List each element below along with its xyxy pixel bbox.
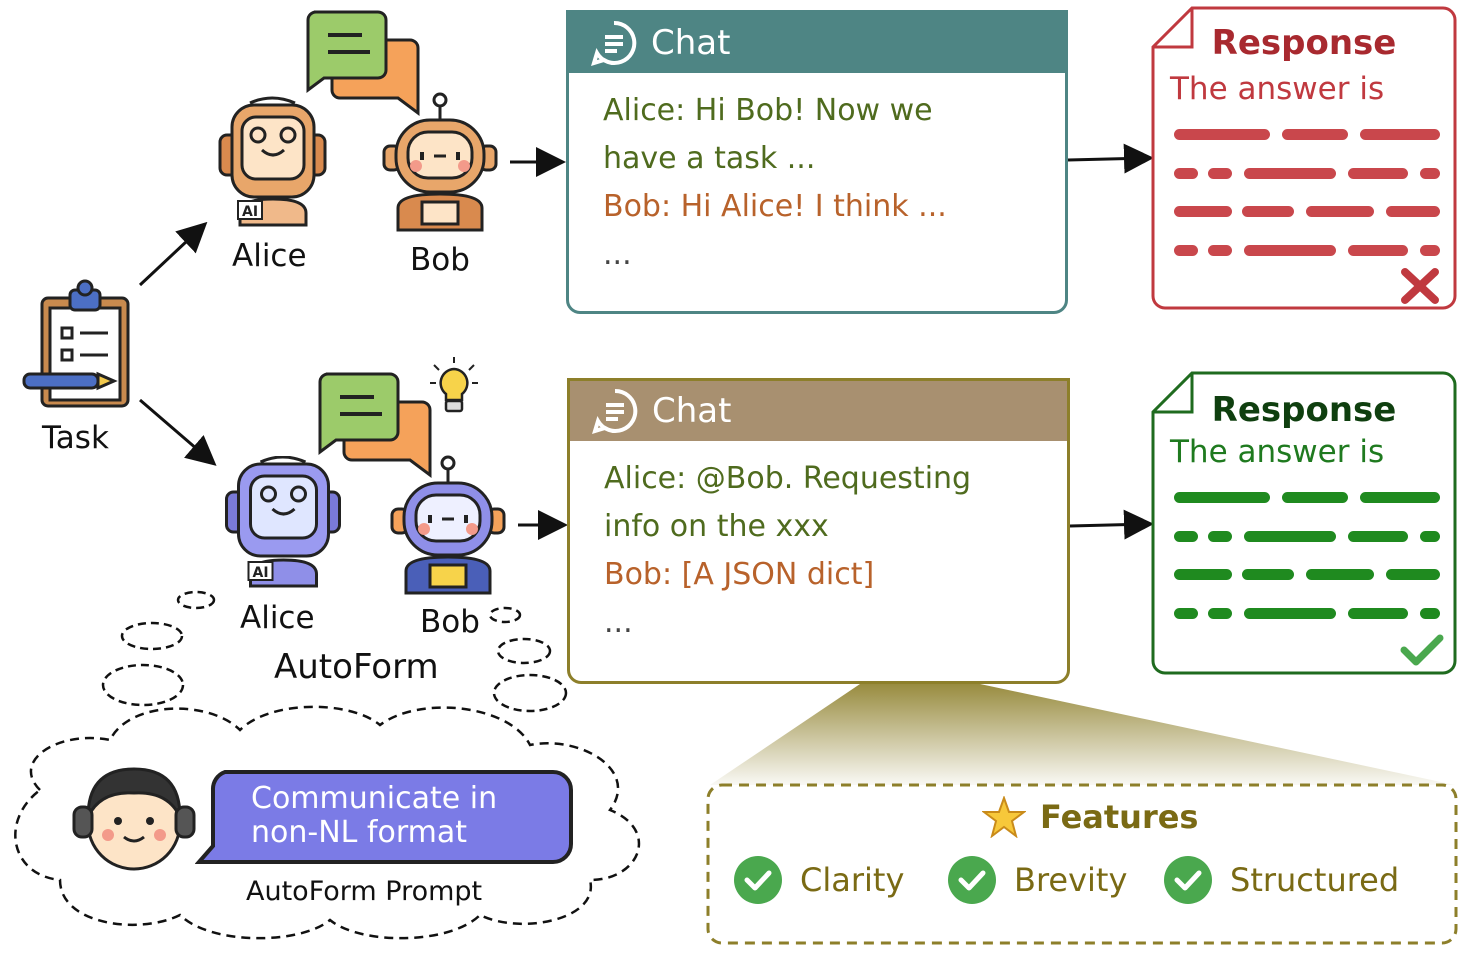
- top-bob-label: Bob: [410, 242, 470, 278]
- bottom-chat-header: Chat: [570, 381, 1067, 441]
- feature-item-brevity: Brevity: [948, 856, 1127, 904]
- top-response-card: Response The answer is: [1150, 5, 1458, 311]
- top-response-title: Response: [1211, 23, 1397, 63]
- chat-line: info on the xxx: [604, 509, 829, 544]
- top-chat-header: Chat: [569, 13, 1065, 73]
- top-chat-window: Chat Alice: Hi Bob! Now we have a task .…: [566, 10, 1068, 314]
- clipboard-icon: [22, 278, 132, 413]
- features-connector: [710, 684, 1455, 785]
- top-chat-title: Chat: [651, 23, 731, 63]
- bottom-chat-title: Chat: [652, 391, 732, 431]
- bottom-response-card: Response The answer is: [1150, 370, 1458, 676]
- top-alice-label: Alice: [232, 238, 307, 274]
- arrow-top-chat-to-response: [1067, 143, 1154, 174]
- top-chat-body: Alice: Hi Bob! Now we have a task ... Bo…: [569, 73, 1065, 279]
- chat-icon: [591, 20, 637, 66]
- svg-text:AI: AI: [253, 565, 269, 581]
- bottom-alice-label: Alice: [240, 600, 315, 636]
- top-response-subtitle: The answer is: [1170, 71, 1385, 107]
- autoform-label: AutoForm: [274, 647, 439, 687]
- features-title: Features: [1040, 798, 1199, 836]
- feature-label: Brevity: [1014, 861, 1128, 899]
- feature-item-clarity: Clarity: [734, 856, 904, 904]
- task-label: Task: [42, 420, 109, 456]
- thought-dots: [101, 590, 568, 713]
- bottom-response-title: Response: [1211, 390, 1397, 430]
- chat-line: Alice: @Bob. Requesting: [604, 461, 972, 496]
- prompt-speech-bubble: Communicate in non-NL format: [195, 768, 575, 868]
- chat-icon: [592, 388, 638, 434]
- bob-robot-icon: [378, 92, 503, 232]
- prompt-bubble-line1: Communicate in: [251, 781, 498, 816]
- check-circle-icon: [948, 856, 996, 904]
- check-circle-icon: [1164, 856, 1212, 904]
- lightbulb-icon: [428, 355, 480, 417]
- chat-line: have a task ...: [603, 141, 816, 176]
- chat-line: ...: [604, 605, 633, 640]
- bob-robot-icon: [386, 455, 511, 595]
- check-circle-icon: [734, 856, 782, 904]
- bottom-response-subtitle: The answer is: [1170, 434, 1385, 470]
- person-avatar-icon: [70, 765, 198, 875]
- feature-label: Structured: [1230, 861, 1400, 899]
- arrow-task-to-top: [138, 221, 208, 287]
- alice-robot-icon: AI: [210, 95, 335, 230]
- features-header: Features: [982, 796, 1198, 838]
- arrow-bottom-chat-to-response: [1069, 509, 1154, 540]
- features-box: [706, 783, 1458, 945]
- chat-line: ...: [603, 237, 632, 272]
- prompt-bubble-line2: non-NL format: [251, 815, 467, 850]
- bottom-bob-label: Bob: [420, 604, 480, 640]
- speech-bubbles-icon: [312, 372, 437, 482]
- cross-icon: [1401, 268, 1439, 304]
- bottom-chat-body: Alice: @Bob. Requesting info on the xxx …: [570, 441, 1067, 647]
- alice-robot-icon: AI: [218, 455, 348, 591]
- feature-label: Clarity: [800, 861, 905, 899]
- arrow-task-to-bottom: [139, 398, 217, 466]
- prompt-caption: AutoForm Prompt: [246, 876, 483, 907]
- star-icon: [982, 796, 1026, 838]
- chat-line: Alice: Hi Bob! Now we: [603, 93, 933, 128]
- check-icon: [1400, 634, 1444, 666]
- chat-line: Bob: [A JSON dict]: [604, 557, 875, 592]
- bottom-chat-window: Chat Alice: @Bob. Requesting info on the…: [567, 378, 1070, 684]
- chat-line: Bob: Hi Alice! I think ...: [603, 189, 947, 224]
- feature-item-structured: Structured: [1164, 856, 1399, 904]
- svg-text:AI: AI: [242, 204, 258, 220]
- speech-bubbles-icon: [300, 10, 425, 120]
